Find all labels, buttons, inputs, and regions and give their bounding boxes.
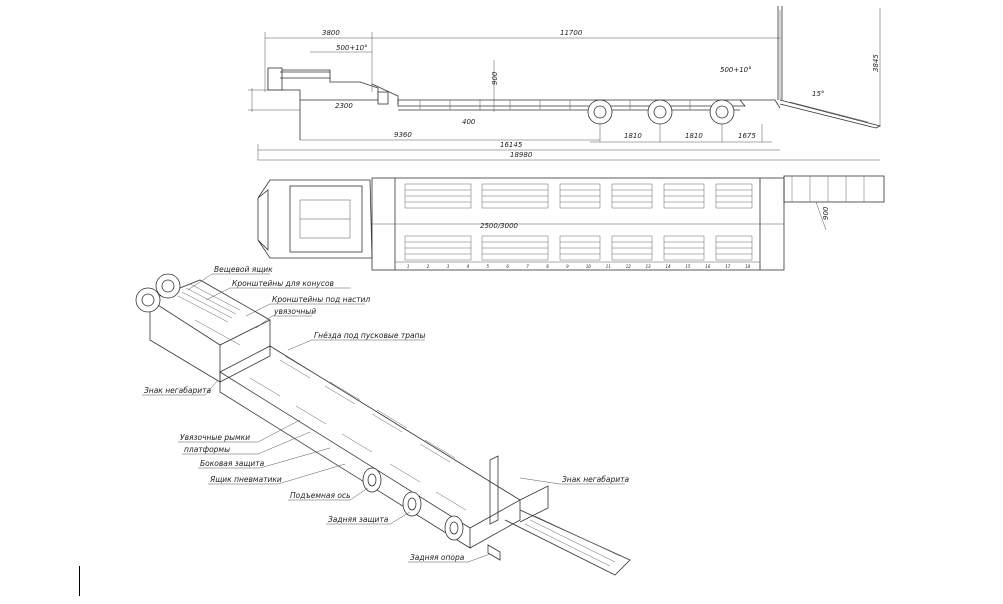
callout-weight-box: Вещевой ящик <box>214 265 273 274</box>
dim-15deg: 15° <box>812 90 824 98</box>
dim-3845: 3845 <box>872 54 880 72</box>
plate-number: 12 <box>626 264 632 269</box>
dim-2500: 2500/3000 <box>480 222 519 230</box>
plate-number: 18 <box>745 264 751 269</box>
dim-900: 900 <box>491 71 499 85</box>
text-cursor <box>79 566 80 596</box>
callout-sign-oversize-right: Знак негабарита <box>562 475 630 484</box>
side-view: 3800 11700 500+10° 500+10° 2300 900 4 <box>248 6 882 161</box>
plate-number: 1 <box>407 264 410 269</box>
dim-500-top: 500+10° <box>336 44 368 52</box>
dim-400: 400 <box>462 118 476 126</box>
callout-platform: платформы <box>184 445 230 454</box>
plate-number: 6 <box>506 264 509 269</box>
isometric-view <box>135 273 631 576</box>
plate-number: 9 <box>566 264 569 269</box>
dim-18980: 18980 <box>510 151 533 159</box>
plate-number: 2 <box>427 264 430 269</box>
callout-bracket-deck: Кронштейны под настил <box>272 295 370 304</box>
deck-grates-bottom <box>404 235 753 261</box>
plate-number: 15 <box>685 264 691 269</box>
plate-number: 13 <box>646 264 652 269</box>
plate-number: 14 <box>666 264 672 269</box>
dim-3800: 3800 <box>322 29 340 37</box>
plate-number: 3 <box>447 264 450 269</box>
plate-number: 10 <box>586 264 592 269</box>
callout-pneumatic-box: Ящик пневматики <box>209 475 282 484</box>
callout-lashing: увязочный <box>273 307 316 316</box>
plate-number: 7 <box>526 264 529 269</box>
callout-side-guard: Боковая защита <box>200 459 265 468</box>
dim-1675: 1675 <box>738 132 756 140</box>
dim-9360: 9360 <box>394 131 412 139</box>
plate-number: 8 <box>546 264 549 269</box>
dim-500-right: 500+10° <box>720 66 752 74</box>
plate-number: 5 <box>487 264 490 269</box>
callouts: Вещевой ящик Кронштейны для конусов Крон… <box>142 265 630 563</box>
plate-number: 16 <box>705 264 711 269</box>
callout-bracket-plugs: Кронштейны для конусов <box>232 279 334 288</box>
deck-grates-top <box>404 183 753 209</box>
callout-pocket-stakes: Гнёзда под пусковые трапы <box>314 331 425 340</box>
dim-11700: 11700 <box>560 29 583 37</box>
callout-sign-oversize-left: Знак негабарита <box>144 386 212 395</box>
plate-number: 4 <box>467 264 470 269</box>
callout-lift-axle: Подъемная ось <box>290 491 351 500</box>
dim-1810a: 1810 <box>624 132 642 140</box>
wheels-iso <box>362 467 464 541</box>
dim-2300: 2300 <box>335 102 353 110</box>
callout-lashing-rings: Увязочные рымки <box>180 433 250 442</box>
dim-1810b: 1810 <box>685 132 703 140</box>
callout-rear-guard: Задняя защита <box>328 515 389 524</box>
plate-number: 17 <box>725 264 731 269</box>
callout-rear-support: Задняя опора <box>410 553 465 562</box>
plate-number: 11 <box>606 264 611 269</box>
iso-deck-grates <box>249 355 467 511</box>
dim-900b: 900 <box>822 206 830 220</box>
wheels-side <box>587 99 735 125</box>
dim-16145: 16145 <box>500 141 523 149</box>
